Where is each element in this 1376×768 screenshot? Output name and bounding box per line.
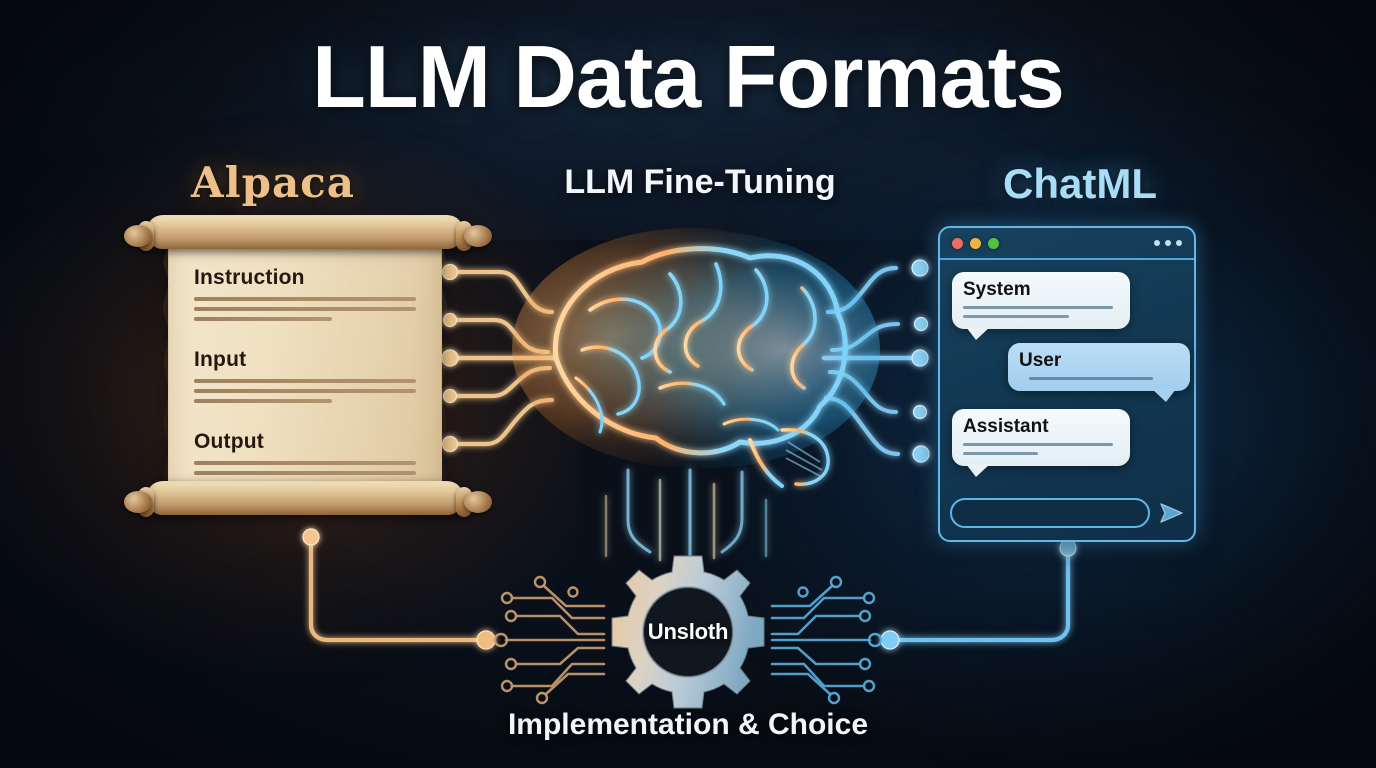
scroll-field-label: Input [194, 348, 247, 371]
message-text-line [963, 305, 1113, 309]
scroll-parchment: Instruction Input Output [168, 242, 442, 494]
scroll-text-rule [194, 317, 332, 321]
alpaca-scroll-card[interactable]: Instruction Input Output [124, 215, 492, 517]
scroll-cap-bottom-right [464, 491, 492, 513]
maximize-traffic-light-icon[interactable] [988, 237, 999, 249]
chatml-window[interactable]: System User Assistant [938, 226, 1196, 542]
chatml-title: ChatML [1003, 160, 1157, 207]
send-paper-plane-icon[interactable] [1158, 501, 1184, 525]
scroll-field-input: Input [194, 348, 416, 403]
message-text-line [963, 451, 1038, 455]
bottom-caption: Implementation & Choice [507, 708, 869, 741]
scroll-rod-top [146, 215, 464, 249]
chat-composer [950, 496, 1184, 530]
message-text-line [1028, 376, 1154, 380]
llm-fine-tuning-title: LLM Fine-Tuning [564, 163, 836, 201]
scroll-cap-top-right [464, 225, 492, 247]
scroll-field-instruction: Instruction [194, 266, 416, 321]
message-text-line [963, 442, 1113, 446]
chat-message-list: System User Assistant [940, 260, 1194, 477]
scroll-text-rule [194, 399, 332, 403]
scroll-field-output: Output [194, 430, 416, 485]
gear-label: Unsloth [647, 619, 729, 644]
scroll-text-rule [194, 389, 416, 393]
message-role-label: Assistant [963, 415, 1049, 437]
message-text-line [963, 314, 1070, 318]
kebab-menu-icon[interactable] [1154, 240, 1182, 246]
scroll-text-rule [194, 307, 416, 311]
scroll-rod-bottom [146, 481, 464, 515]
message-bubble-system[interactable]: System [952, 272, 1130, 340]
scroll-text-rule [194, 471, 416, 475]
scroll-text-rule [194, 461, 416, 465]
alpaca-title: Alpaca [191, 158, 355, 207]
close-traffic-light-icon[interactable] [952, 237, 963, 249]
page-title: LLM Data Formats [312, 27, 1065, 126]
scroll-field-label: Instruction [194, 266, 305, 289]
scroll-cap-bottom-left [124, 491, 152, 513]
scroll-text-rule [194, 379, 416, 383]
scroll-field-label: Output [194, 430, 265, 453]
chat-input[interactable] [950, 498, 1150, 528]
message-role-label: System [963, 279, 1031, 300]
window-titlebar [940, 228, 1194, 260]
scroll-text-rule [194, 297, 416, 301]
message-bubble-assistant[interactable]: Assistant [952, 408, 1130, 477]
message-role-label: User [1019, 349, 1062, 371]
message-bubble-user[interactable]: User [1008, 342, 1190, 402]
minimize-traffic-light-icon[interactable] [970, 237, 981, 249]
unsloth-gear[interactable]: Unsloth [612, 556, 764, 708]
scroll-cap-top-left [124, 225, 152, 247]
